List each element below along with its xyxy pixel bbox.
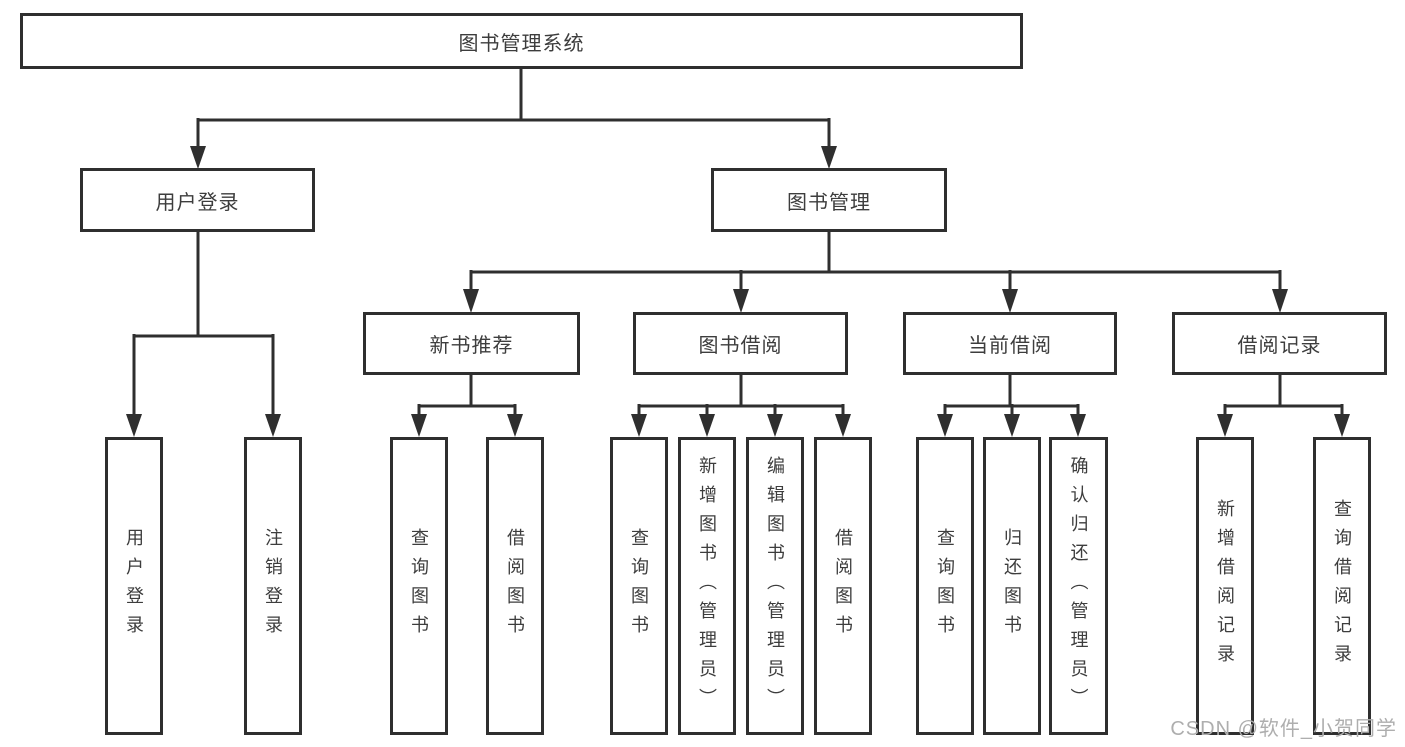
leaf-confirm-return-admin: 确认归还（管理员） — [1049, 437, 1108, 735]
leaf-borrow-books-2: 借阅图书 — [814, 437, 872, 735]
leaf-query-books-3: 查询图书 — [916, 437, 974, 735]
connector-book-management-sections — [463, 232, 1288, 313]
leaf-add-borrow-record-label: 新增借阅记录 — [1215, 499, 1235, 673]
connector-current-borrow-children — [937, 375, 1086, 437]
leaf-user-login-label: 用户登录 — [124, 528, 144, 644]
leaf-borrow-books-1-label: 借阅图书 — [505, 528, 525, 644]
connector-root-to-level2 — [190, 69, 837, 169]
node-book-management-label: 图书管理 — [787, 191, 871, 214]
leaf-borrow-books-2-label: 借阅图书 — [833, 528, 853, 644]
connector-user-login-children — [126, 232, 281, 437]
node-book-management: 图书管理 — [711, 168, 947, 232]
node-book-borrow-label: 图书借阅 — [698, 335, 783, 357]
node-root: 图书管理系统 — [20, 13, 1023, 69]
leaf-add-borrow-record: 新增借阅记录 — [1196, 437, 1254, 735]
leaf-query-books-2: 查询图书 — [610, 437, 668, 735]
node-borrow-records: 借阅记录 — [1172, 312, 1387, 375]
leaf-return-books-label: 归还图书 — [1002, 528, 1022, 644]
node-borrow-records-label: 借阅记录 — [1237, 335, 1322, 357]
node-root-label: 图书管理系统 — [458, 32, 585, 55]
node-book-borrow: 图书借阅 — [633, 312, 848, 375]
node-new-book-recommend: 新书推荐 — [363, 312, 580, 375]
leaf-add-books-admin: 新增图书（管理员） — [678, 437, 736, 735]
leaf-query-books-3-label: 查询图书 — [935, 528, 955, 644]
leaf-confirm-return-admin-label: 确认归还（管理员） — [1068, 455, 1089, 717]
leaf-borrow-books-1: 借阅图书 — [486, 437, 544, 735]
leaf-query-books-1-label: 查询图书 — [409, 528, 429, 644]
node-current-borrow: 当前借阅 — [903, 312, 1117, 375]
node-user-login: 用户登录 — [80, 168, 315, 232]
node-user-login-label: 用户登录 — [155, 191, 240, 214]
node-new-book-recommend-label: 新书推荐 — [429, 335, 514, 357]
leaf-query-borrow-record: 查询借阅记录 — [1313, 437, 1371, 735]
leaf-query-borrow-record-label: 查询借阅记录 — [1332, 499, 1352, 673]
leaf-query-books-1: 查询图书 — [390, 437, 448, 735]
node-current-borrow-label: 当前借阅 — [968, 335, 1052, 357]
leaf-add-books-admin-label: 新增图书（管理员） — [697, 455, 717, 717]
leaf-user-login: 用户登录 — [105, 437, 163, 735]
leaf-logout: 注销登录 — [244, 437, 302, 735]
connector-book-borrow-children — [631, 375, 851, 437]
leaf-edit-books-admin: 编辑图书（管理员） — [746, 437, 804, 735]
connector-borrow-records-children — [1217, 375, 1350, 437]
leaf-return-books: 归还图书 — [983, 437, 1041, 735]
connector-new-book-children — [411, 375, 523, 437]
leaf-logout-label: 注销登录 — [263, 528, 283, 644]
leaf-query-books-2-label: 查询图书 — [629, 528, 649, 644]
leaf-edit-books-admin-label: 编辑图书（管理员） — [765, 455, 785, 717]
csdn-watermark: CSDN @软件_小贺同学 — [1170, 718, 1397, 740]
